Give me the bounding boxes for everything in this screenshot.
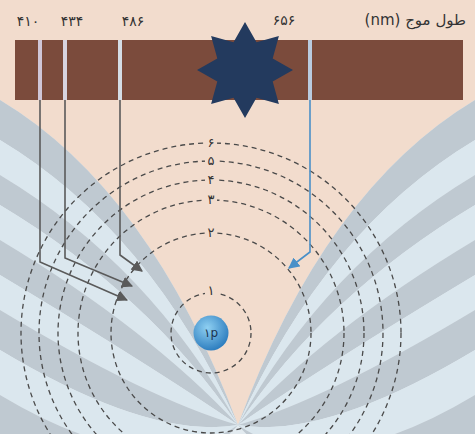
spectral-line <box>38 40 42 100</box>
orbit-number: ۵ <box>205 154 218 169</box>
spectral-lines <box>40 40 310 100</box>
page-band <box>0 395 238 434</box>
wavelength-value: ۶۵۶ <box>273 12 296 28</box>
transition-arrows <box>40 100 310 300</box>
orbit-circle <box>171 293 251 373</box>
wavelength-value: ۴۸۶ <box>122 13 145 29</box>
orbit-number: ۲ <box>205 226 218 241</box>
orbit-circle <box>39 161 383 434</box>
orbit-circle <box>111 233 311 433</box>
page-band <box>238 395 475 434</box>
wavelength-value: ۴۳۴ <box>61 13 84 29</box>
transition-arrow <box>120 100 142 271</box>
nucleus-circle: ۱p <box>193 315 229 351</box>
orbit-number: ۱ <box>205 284 218 299</box>
orbit-circle <box>21 143 401 434</box>
spectral-line <box>118 40 122 100</box>
axis-title: طول موج (nm) <box>365 12 466 29</box>
nucleus-fill <box>194 316 229 351</box>
nucleus-label: ۱p <box>204 326 218 340</box>
book-pages-right <box>238 100 475 434</box>
transition-arrow <box>65 100 132 286</box>
star-burst <box>197 22 293 118</box>
orbit-number: ۶ <box>205 136 218 151</box>
orbit-number: ۴ <box>205 173 218 188</box>
orbit-circle <box>78 200 344 434</box>
transition-arrow <box>40 100 127 300</box>
transition-arrow <box>289 100 310 268</box>
wavelength-value: ۴۱۰ <box>17 13 40 29</box>
orbit-number: ۳ <box>205 193 218 208</box>
spectral-line <box>308 40 312 100</box>
spectral-line <box>63 40 67 100</box>
orbit-circle <box>58 180 364 434</box>
book-pages-left <box>0 100 238 434</box>
energy-orbits <box>21 143 401 434</box>
